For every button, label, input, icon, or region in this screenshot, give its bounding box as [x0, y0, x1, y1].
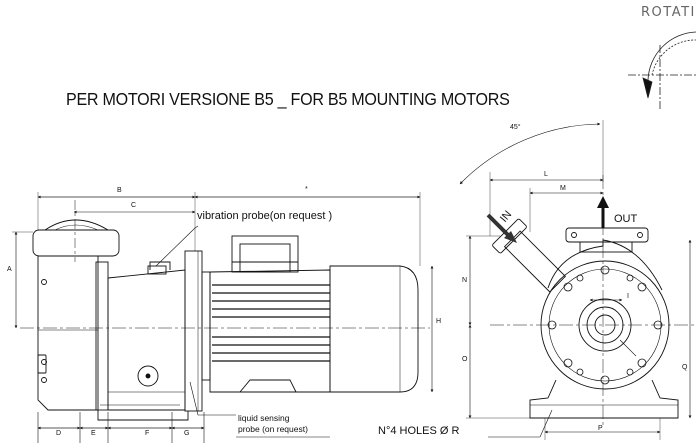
dim-i: I [627, 293, 629, 300]
liquid-probe-callout-2: probe (on request) [238, 424, 308, 434]
dim-m: M [560, 185, 566, 192]
dim-n: N [462, 277, 468, 284]
front-view-dimensions [459, 120, 692, 440]
rotation-label: ROTATIO [641, 5, 696, 20]
dim-a: A [7, 266, 12, 273]
dim-e: E [91, 430, 96, 437]
dim-l: L [544, 171, 548, 178]
out-label: OUT [614, 213, 638, 225]
dim-g: G [184, 430, 190, 437]
dim-star: * [305, 186, 308, 193]
rotation-symbol [628, 31, 696, 110]
dim-f: F [145, 430, 150, 437]
vibration-probe-callout: vibration probe(on request ) [197, 210, 333, 222]
dim-p: P [598, 425, 603, 432]
holes-callout: N°4 HOLES Ø R [378, 425, 460, 437]
angle-label: 45° [510, 124, 521, 131]
dim-c: C [131, 202, 137, 209]
dim-h: H [436, 318, 442, 325]
flow-arrows [486, 196, 609, 243]
side-view-dimensions [12, 192, 434, 443]
dim-o: O [462, 356, 468, 363]
liquid-probe-callout-1: liquid sensing [238, 413, 290, 423]
drawing-title: PER MOTORI VERSIONE B5 _ FOR B5 MOUNTING… [66, 89, 510, 109]
side-view [20, 200, 430, 421]
dim-d: D [56, 430, 62, 437]
dim-q: Q [682, 364, 688, 371]
dim-b: B [117, 187, 122, 194]
